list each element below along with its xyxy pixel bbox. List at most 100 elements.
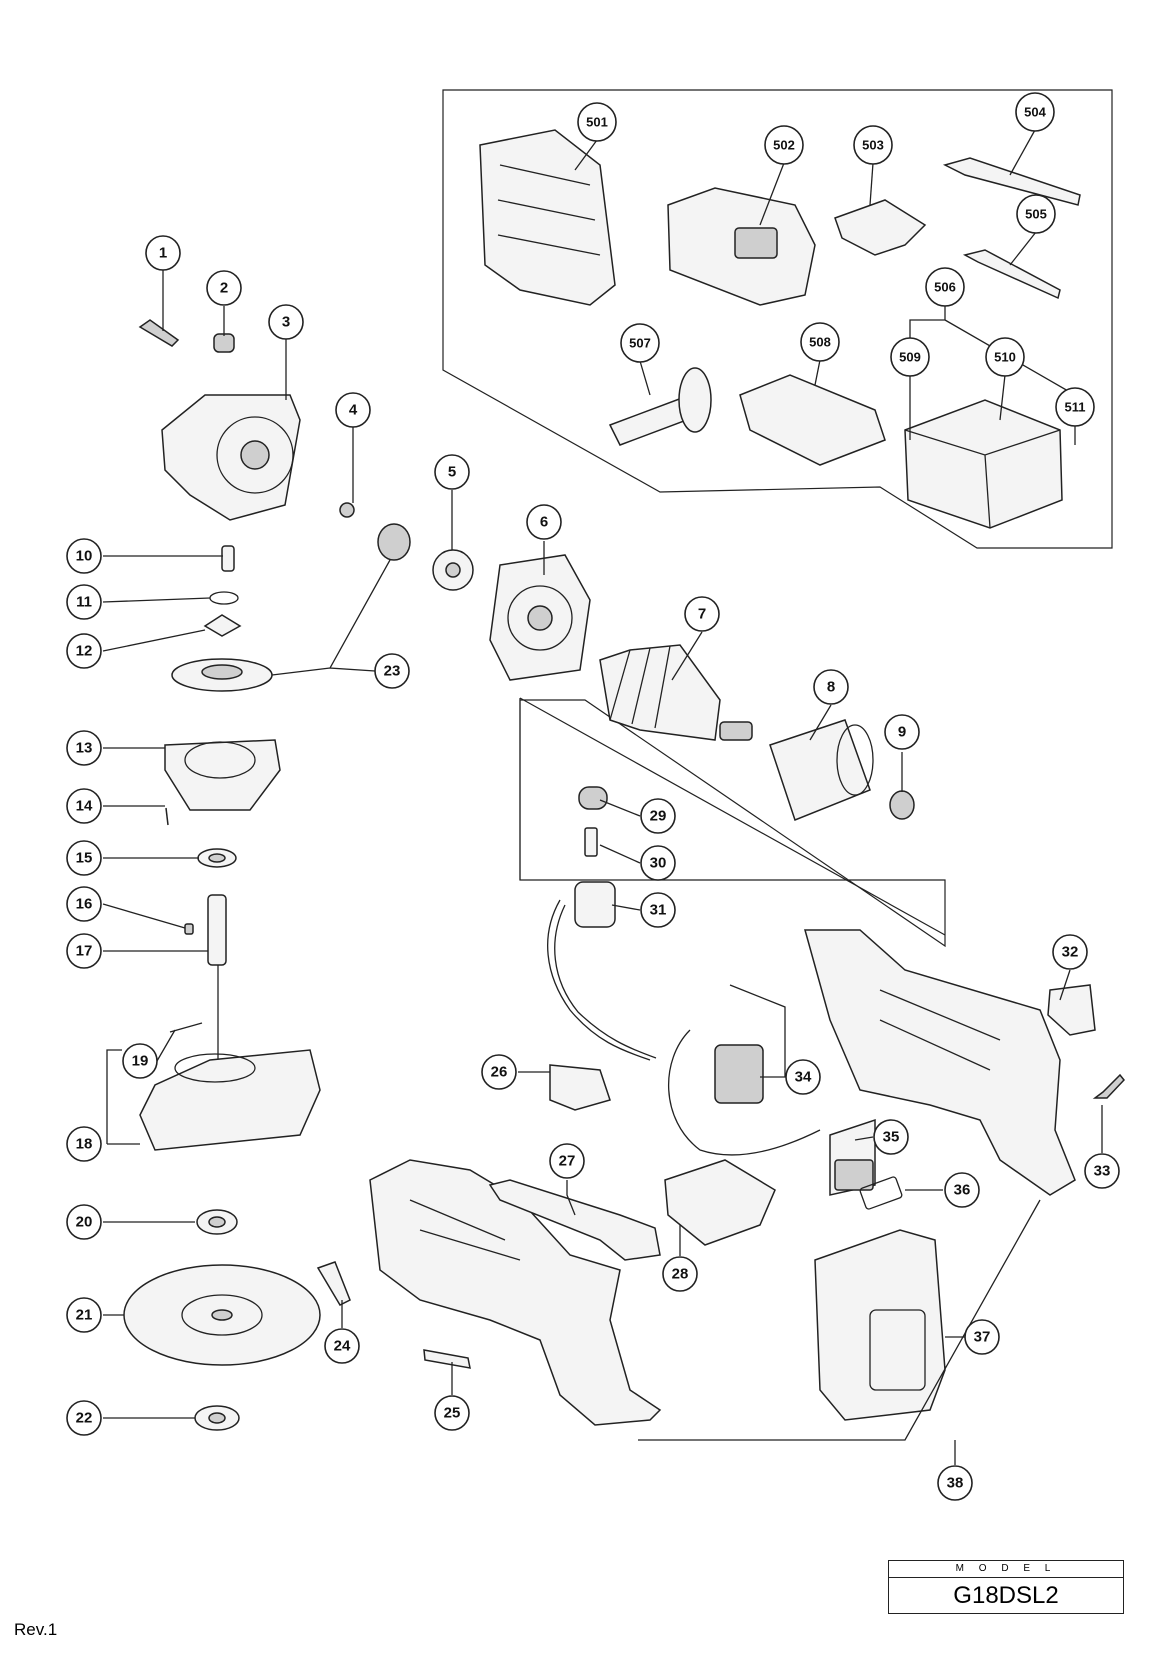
brush-frame-lines (519, 697, 946, 936)
label-32-part (1047, 984, 1096, 1036)
callout-number: 501 (586, 115, 608, 130)
callout-number: 26 (491, 1064, 508, 1081)
callout-503: 503 (853, 125, 893, 165)
callout-37: 37 (964, 1319, 1000, 1355)
callout-17: 17 (66, 933, 102, 969)
callout-36: 36 (944, 1172, 980, 1208)
callout-number: 34 (795, 1069, 812, 1086)
callout-26: 26 (481, 1054, 517, 1090)
callout-number: 3 (282, 314, 290, 331)
carrying-case-501-part (479, 129, 616, 306)
callout-number: 6 (540, 514, 548, 531)
wiring-part (547, 899, 821, 1156)
callout-number: 506 (934, 280, 956, 295)
battery-37-part (814, 1229, 946, 1421)
callout-1: 1 (145, 235, 181, 271)
callout-number: 2 (220, 280, 228, 297)
callout-number: 510 (994, 350, 1016, 365)
callout-8: 8 (813, 669, 849, 705)
callout-504: 504 (1015, 92, 1055, 132)
armature-7-part (599, 644, 753, 741)
callout-11: 11 (66, 584, 102, 620)
callout-30: 30 (640, 845, 676, 881)
callout-29: 29 (640, 798, 676, 834)
plate-24-part (316, 1261, 351, 1306)
callout-10: 10 (66, 538, 102, 574)
callout-502: 502 (764, 125, 804, 165)
charger-502-part (667, 187, 816, 306)
spindle-stack-parts (164, 545, 281, 1060)
label-25-part (423, 1349, 471, 1369)
callout-number: 22 (76, 1410, 93, 1427)
system-case-508-part (904, 399, 1063, 529)
callout-number: 28 (672, 1266, 689, 1283)
model-name: G18DSL2 (953, 1582, 1059, 1609)
callout-number: 508 (809, 335, 831, 350)
callout-number: 8 (827, 679, 835, 696)
callout-33: 33 (1084, 1153, 1120, 1189)
gasket-36-part (859, 1176, 903, 1210)
nut-22-part (194, 1405, 240, 1431)
callout-number: 27 (559, 1153, 576, 1170)
callout-6: 6 (526, 504, 562, 540)
callout-number: 511 (1065, 400, 1086, 415)
callout-7: 7 (684, 596, 720, 632)
bearing-9-part (889, 790, 915, 820)
callout-20: 20 (66, 1204, 102, 1240)
callout-23: 23 (374, 653, 410, 689)
callout-2: 2 (206, 270, 242, 306)
callout-number: 36 (954, 1182, 971, 1199)
bearing-5-part (432, 549, 474, 591)
callout-number: 20 (76, 1214, 93, 1231)
gear-cover-part (161, 394, 301, 521)
callout-4: 4 (335, 392, 371, 428)
callout-number: 37 (974, 1329, 991, 1346)
callout-505: 505 (1016, 194, 1056, 234)
controller-35-part (829, 1118, 876, 1196)
side-handle-506-part (608, 367, 712, 446)
callout-19: 19 (122, 1043, 158, 1079)
callout-32: 32 (1052, 934, 1088, 970)
housing-right-half-part (804, 929, 1076, 1196)
callout-number: 504 (1024, 105, 1046, 120)
callout-number: 17 (76, 943, 93, 960)
callout-number: 18 (76, 1136, 93, 1153)
callout-21: 21 (66, 1297, 102, 1333)
model-box: M O D E L G18DSL2 (888, 1560, 1124, 1614)
callout-number: 31 (650, 902, 667, 919)
case-insert-507-part (739, 374, 886, 466)
callout-509: 509 (890, 337, 930, 377)
callout-number: 10 (76, 548, 93, 565)
callout-number: 35 (883, 1129, 900, 1146)
nut-4-part (339, 502, 355, 518)
callout-number: 9 (898, 724, 906, 741)
callout-38: 38 (937, 1465, 973, 1501)
hook-503-part (834, 199, 927, 256)
wrench-504-part (942, 157, 1081, 206)
callout-number: 11 (76, 594, 92, 611)
callout-number: 5 (448, 464, 456, 481)
callout-27: 27 (549, 1143, 585, 1179)
model-label: M O D E L (889, 1561, 1123, 1578)
callout-number: 21 (76, 1307, 93, 1324)
callout-number: 29 (650, 808, 667, 825)
callout-506: 506 (925, 267, 965, 307)
callout-13: 13 (66, 730, 102, 766)
callout-number: 25 (444, 1405, 461, 1422)
callout-number: 503 (862, 138, 884, 153)
clip-26-part (549, 1064, 611, 1111)
brush-cap-part (574, 786, 616, 928)
wheel-21-part (123, 1264, 321, 1366)
callout-5: 5 (434, 454, 470, 490)
callout-18: 18 (66, 1126, 102, 1162)
callout-510: 510 (985, 337, 1025, 377)
callout-number: 4 (349, 402, 358, 419)
callout-16: 16 (66, 886, 102, 922)
callout-number: 15 (76, 850, 93, 867)
callout-number: 509 (899, 350, 921, 365)
wheel-guard-18-part (139, 1022, 321, 1151)
switch-lever-27-part (488, 1179, 661, 1261)
callout-number: 13 (76, 740, 93, 757)
callout-number: 507 (629, 336, 651, 351)
